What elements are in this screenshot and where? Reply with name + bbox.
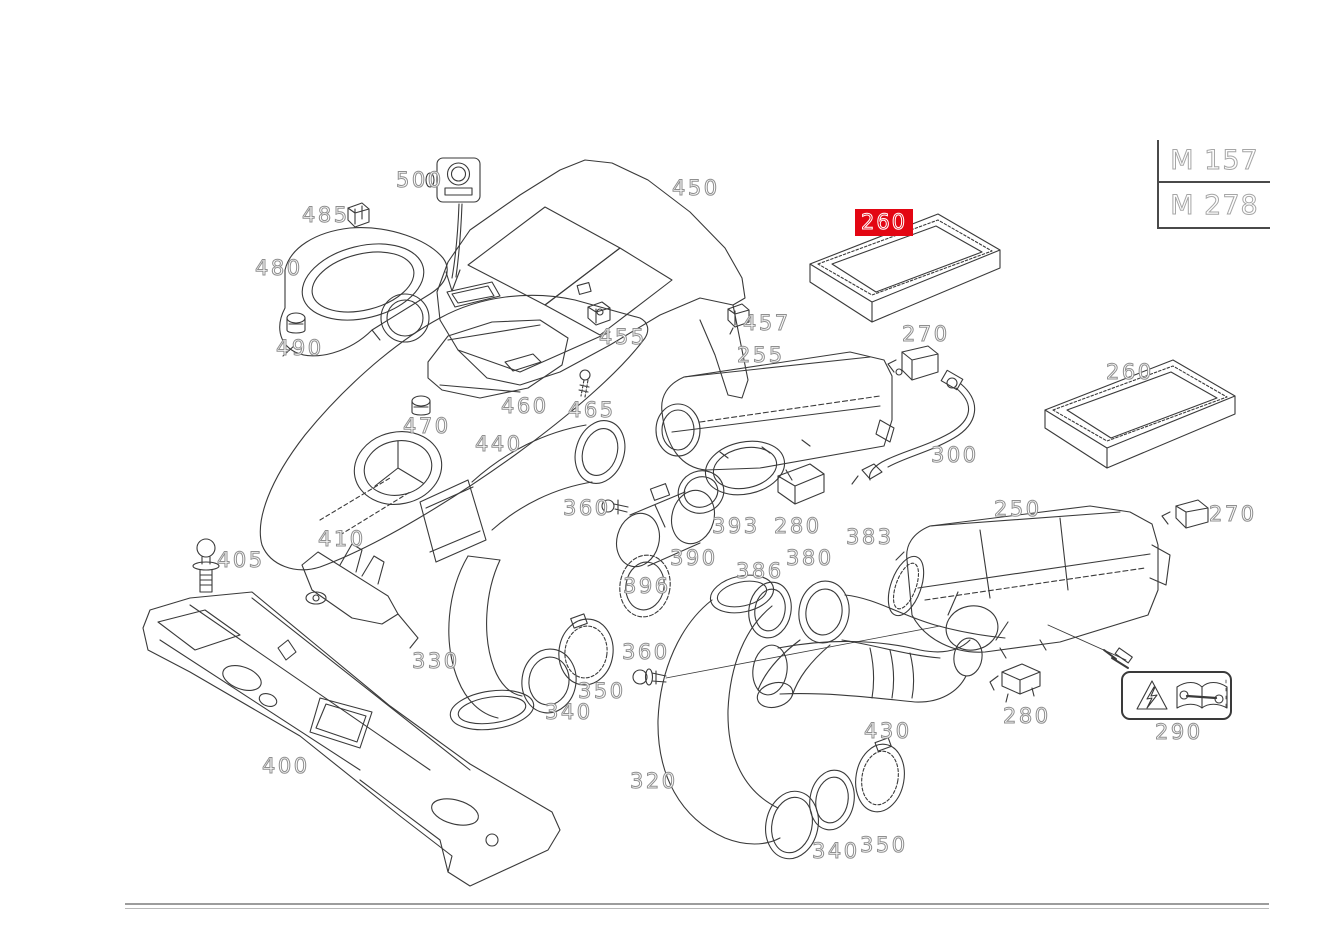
sensor-270a-art — [887, 345, 939, 381]
part-label-340[interactable]: 340 — [812, 838, 860, 863]
engine-code-legend: M 157 M 278 — [1157, 140, 1270, 229]
part-label-400[interactable]: 400 — [262, 753, 310, 778]
engine-cover-450-art — [436, 159, 749, 399]
high-voltage-warning-icon — [1136, 680, 1168, 710]
grommet-470-art — [411, 395, 431, 416]
intake-pipe-320-art — [657, 574, 819, 860]
part-label-280[interactable]: 280 — [1003, 703, 1051, 728]
wiring-harness-300-art — [851, 369, 976, 485]
seal-393-art — [677, 470, 725, 514]
bracket-280a-art — [777, 463, 825, 505]
part-label-430[interactable]: 430 — [864, 718, 912, 743]
engine-code-m278: M 278 — [1159, 183, 1270, 229]
part-label-383[interactable]: 383 — [846, 524, 894, 549]
clip-455-art — [587, 301, 611, 326]
part-label-450[interactable]: 450 — [672, 175, 720, 200]
air-filter-260b-art — [1044, 359, 1236, 469]
warning-plate-290-art — [1103, 649, 1232, 720]
clip-485-art — [347, 202, 370, 228]
bolt-360b-art — [632, 625, 941, 686]
part-label-260[interactable]: 260 — [1106, 359, 1154, 384]
air-cleaner-housing-255-art — [655, 351, 895, 496]
bolt-360a-art — [601, 499, 629, 515]
part-label-300[interactable]: 300 — [931, 442, 979, 467]
air-duct-440-art — [419, 420, 626, 563]
part-label-485[interactable]: 485 — [302, 202, 350, 227]
part-label-393[interactable]: 393 — [712, 513, 760, 538]
part-label-250[interactable]: 250 — [994, 496, 1042, 521]
engine-cover-center-art — [259, 281, 649, 571]
rivet-405-art — [192, 538, 220, 593]
grommet-490-art — [286, 312, 306, 334]
part-label-330[interactable]: 330 — [412, 648, 460, 673]
part-label-490[interactable]: 490 — [276, 335, 324, 360]
part-label-350[interactable]: 350 — [860, 832, 908, 857]
part-label-320[interactable]: 320 — [630, 768, 678, 793]
part-label-440[interactable]: 440 — [475, 431, 523, 456]
part-label-465[interactable]: 465 — [568, 397, 616, 422]
air-cleaner-housing-250-art — [906, 505, 1171, 664]
part-label-460[interactable]: 460 — [501, 393, 549, 418]
seal-396-art — [619, 554, 671, 618]
part-label-500[interactable]: 500 — [396, 167, 444, 192]
screw-465-art — [578, 369, 591, 398]
part-label-360[interactable]: 360 — [622, 639, 670, 664]
engine-code-m157: M 157 — [1159, 140, 1270, 183]
part-label-360[interactable]: 360 — [563, 495, 611, 520]
clamp-350b-art — [855, 737, 905, 813]
part-label-470[interactable]: 470 — [403, 413, 451, 438]
part-label-270[interactable]: 270 — [1209, 501, 1257, 526]
part-label-390[interactable]: 390 — [670, 545, 718, 570]
clip-280b-art — [989, 663, 1041, 703]
clamp-350a-art — [558, 613, 614, 686]
sleeve-340a-art — [521, 648, 577, 714]
engine-cover-480-art — [279, 227, 448, 357]
part-label-270[interactable]: 270 — [902, 321, 950, 346]
bracket-410-art — [301, 543, 419, 649]
part-label-455[interactable]: 455 — [599, 324, 647, 349]
tube-430-art — [752, 637, 983, 703]
part-label-280[interactable]: 280 — [774, 513, 822, 538]
part-label-480[interactable]: 480 — [255, 255, 303, 280]
intake-connector-380-art — [756, 580, 1006, 709]
part-label-396[interactable]: 396 — [623, 573, 671, 598]
part-label-350[interactable]: 350 — [578, 678, 626, 703]
part-label-457[interactable]: 457 — [743, 310, 791, 335]
part-label-380[interactable]: 380 — [786, 545, 834, 570]
part-label-340[interactable]: 340 — [545, 699, 593, 724]
part-label-260-selected[interactable]: 260 — [855, 209, 914, 237]
part-label-410[interactable]: 410 — [318, 526, 366, 551]
part-label-405[interactable]: 405 — [217, 547, 265, 572]
part-label-386[interactable]: 386 — [736, 558, 784, 583]
engine-code-label: M 157 — [1170, 145, 1259, 177]
air-duct-330-art — [448, 555, 535, 731]
part-label-290[interactable]: 290 — [1155, 719, 1203, 744]
part-label-255[interactable]: 255 — [737, 342, 785, 367]
footer-divider — [125, 903, 1269, 909]
sensor-270b-art — [1161, 499, 1209, 529]
sleeve-340b-art — [809, 769, 855, 831]
emblem-badge-500-art — [425, 157, 481, 292]
clamp-383-art — [887, 551, 925, 617]
clip-457-art — [727, 303, 750, 335]
cowl-panel-400-art — [142, 591, 561, 887]
service-manual-wrench-icon — [1176, 681, 1228, 709]
maf-sensor-390-art — [615, 483, 716, 568]
cover-460-art — [427, 319, 569, 399]
engine-code-label: M 278 — [1170, 189, 1259, 221]
